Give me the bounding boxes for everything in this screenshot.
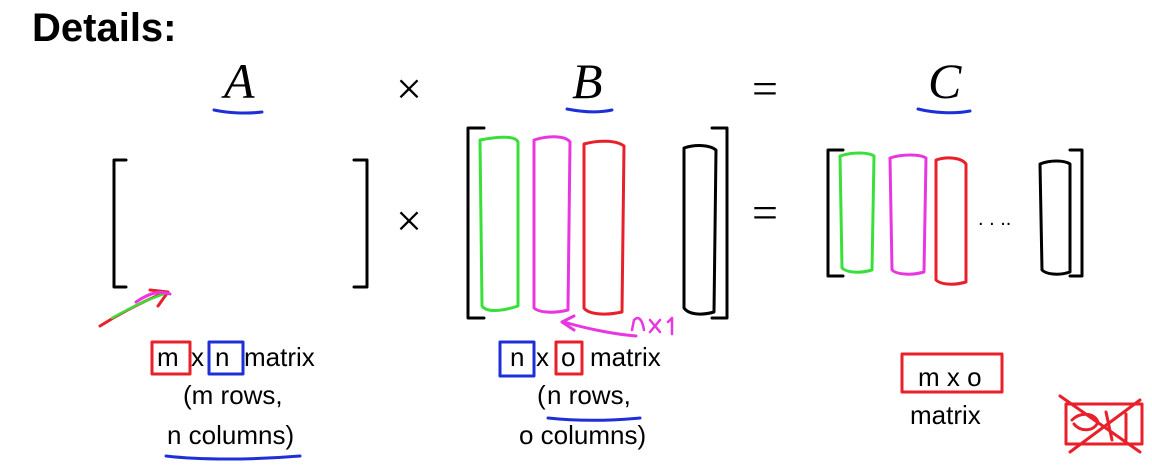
row-times-operator: ×: [396, 195, 422, 246]
arrow-magenta: [134, 290, 172, 304]
a-dim-matrix: matrix: [244, 342, 315, 372]
b-dim-x: x: [536, 342, 549, 372]
a-dim-n: n: [215, 342, 230, 372]
c-dim-label: m x o: [918, 362, 982, 392]
box-c-dims: [900, 352, 1004, 394]
a-rows-label: (m rows,: [183, 380, 283, 410]
a-dim-m: m: [157, 342, 179, 372]
annotation-nx1-text: [630, 316, 674, 336]
a-dim-x: x: [191, 342, 204, 372]
box-a-m: [150, 340, 192, 376]
b-dim-o: o: [561, 342, 576, 372]
row-equals-operator: =: [752, 187, 778, 238]
underline-a-cols: [164, 454, 302, 461]
bracket-a-right: [352, 158, 369, 289]
underline-c: [916, 107, 972, 115]
matrix-a-symbol: A: [224, 53, 255, 109]
b-rows-label: n rows,: [547, 380, 631, 410]
b-column-red: [582, 139, 626, 316]
crossed-box-scribble: [1058, 394, 1142, 454]
b-column-magenta: [532, 135, 572, 314]
crossed-box: [1064, 402, 1144, 446]
b-rows-paren: (: [537, 380, 546, 410]
b-column-green: [478, 135, 520, 312]
bracket-c-right: [1068, 148, 1084, 278]
annotation-arrow: [560, 314, 638, 338]
c-matrix-label: matrix: [910, 400, 981, 430]
box-b-o: [554, 340, 584, 376]
c-column-black: [1038, 159, 1072, 276]
bracket-b-left: [466, 126, 486, 320]
underline-a: [212, 108, 264, 115]
a-cols-label: n columns): [167, 420, 295, 450]
underline-b-rows: [546, 416, 642, 422]
slide-title: Details:: [32, 6, 177, 50]
matrix-c-symbol: C: [928, 53, 962, 109]
bracket-a-left: [112, 158, 128, 289]
bracket-c-left: [826, 148, 845, 278]
box-b-n: [498, 340, 536, 378]
box-a-n: [207, 340, 245, 376]
matrix-b-symbol: B: [572, 53, 603, 109]
times-operator: ×: [396, 63, 422, 114]
b-cols-label: o columns): [519, 420, 647, 450]
c-column-magenta: [888, 153, 928, 276]
b-dim-matrix: matrix: [590, 342, 661, 372]
underline-b: [565, 107, 614, 114]
b-dim-n: n: [510, 342, 525, 372]
c-column-green: [838, 151, 876, 274]
b-column-black: [682, 144, 718, 316]
arrow-green: [110, 292, 166, 320]
c-column-red: [934, 156, 968, 286]
equals-operator: =: [752, 63, 778, 114]
ellipsis-dots: . . ..: [978, 208, 1012, 230]
bracket-b-right: [710, 126, 729, 320]
